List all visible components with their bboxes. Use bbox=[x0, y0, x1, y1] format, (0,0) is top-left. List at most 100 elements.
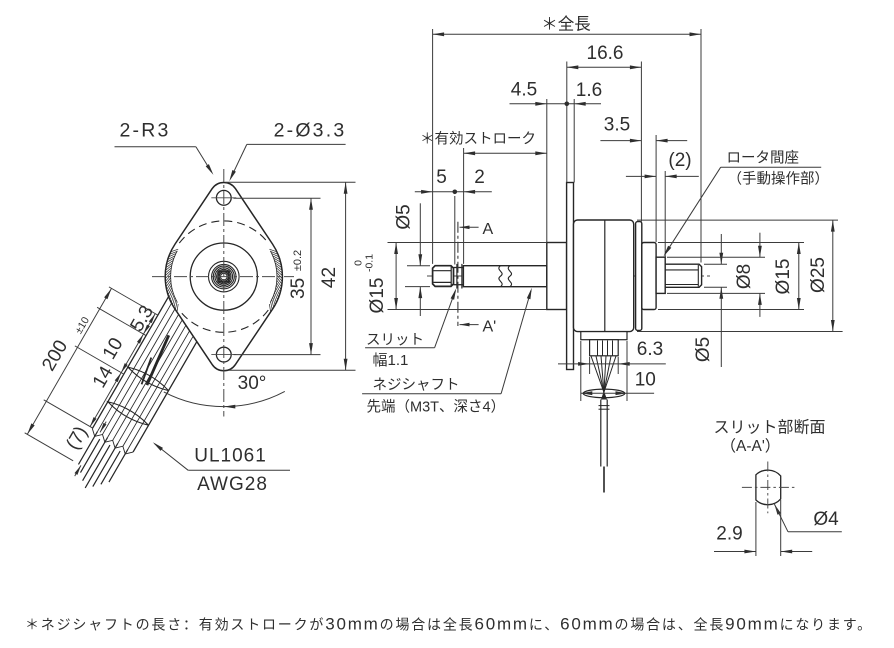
line-segment bbox=[77, 431, 98, 465]
arrowhead-marker bbox=[689, 32, 701, 37]
line-segment bbox=[274, 290, 279, 297]
dim-body-length: 16.6 bbox=[587, 43, 624, 64]
dim-terminal-width: 6.3 bbox=[637, 339, 663, 360]
line-segment bbox=[172, 297, 176, 305]
line-segment bbox=[166, 260, 174, 265]
dim-hole-pitch: 35 bbox=[288, 278, 309, 299]
footnote-part-4: に、 bbox=[529, 617, 560, 633]
label-rotor-spacer: ロータ間座 bbox=[727, 149, 800, 166]
arrowhead-marker bbox=[780, 549, 793, 554]
line-segment bbox=[271, 253, 279, 257]
line-segment bbox=[82, 437, 109, 482]
arrowhead-marker bbox=[535, 101, 547, 106]
line-segment bbox=[92, 442, 119, 487]
front-centerlines bbox=[152, 169, 294, 417]
line-segment bbox=[276, 272, 283, 279]
dim-wire-length: 200 bbox=[38, 337, 72, 375]
arrowhead-marker bbox=[343, 182, 348, 194]
footnote-part-3: 60mm bbox=[474, 615, 528, 634]
line-segment bbox=[276, 280, 282, 287]
drawing-content: 2-R3 2-Ø3.3 35 ±0.2 42 30° 5.3 10 14 (7)… bbox=[24, 15, 843, 556]
arrowhead-marker bbox=[450, 288, 457, 300]
part-outline bbox=[588, 339, 619, 357]
line-segment bbox=[271, 299, 274, 307]
arrowhead-marker bbox=[796, 298, 801, 310]
line-segment bbox=[166, 262, 173, 268]
label-section-a-prime: A' bbox=[483, 318, 497, 335]
dim-effective-stroke: ＊有効ストローク bbox=[420, 131, 536, 148]
line-segment bbox=[74, 345, 124, 375]
dim-section-flat-width: 2.9 bbox=[716, 524, 742, 545]
line-segment bbox=[84, 444, 111, 489]
line-segment bbox=[176, 303, 179, 312]
arrowhead-marker bbox=[152, 442, 163, 451]
part-outline bbox=[565, 181, 575, 371]
part-path bbox=[498, 265, 503, 288]
side-dimensions bbox=[362, 29, 843, 401]
arrowhead-marker bbox=[432, 32, 445, 37]
dim-wire-exit-width: 10 bbox=[635, 370, 656, 391]
dim-pilot-tol-lower: -0.1 bbox=[364, 254, 376, 272]
line-segment bbox=[272, 255, 280, 260]
arrowhead-marker bbox=[309, 343, 313, 355]
line-segment bbox=[276, 275, 282, 282]
footnote-part-1: 30mm bbox=[325, 615, 379, 634]
arrowhead-marker bbox=[74, 465, 81, 475]
line-segment bbox=[168, 290, 173, 297]
arrowhead-marker bbox=[644, 174, 657, 179]
arrowhead-marker bbox=[418, 286, 423, 299]
dim-pilot-dia-tolerance: 0-0.1 bbox=[353, 254, 376, 272]
line-segment bbox=[270, 301, 273, 309]
part-outline bbox=[546, 241, 568, 311]
arrowhead-marker bbox=[205, 164, 214, 175]
line-segment bbox=[273, 294, 277, 302]
line-segment bbox=[171, 294, 175, 302]
arrowhead-marker bbox=[629, 138, 642, 143]
arrowhead-marker bbox=[535, 151, 547, 156]
line-segment bbox=[43, 399, 93, 429]
line-segment bbox=[165, 272, 171, 279]
front-view: 2-R3 2-Ø3.3 35 ±0.2 42 30° 5.3 10 14 (7)… bbox=[24, 120, 356, 495]
line-segment bbox=[500, 290, 532, 394]
line-segment bbox=[100, 450, 121, 485]
line-segment bbox=[108, 286, 158, 316]
part-path bbox=[178, 220, 269, 244]
line-segment bbox=[274, 292, 278, 300]
arrowhead-marker bbox=[566, 65, 579, 70]
section-dimensions bbox=[714, 500, 842, 556]
line-segment bbox=[102, 297, 182, 435]
arrowhead-marker bbox=[343, 358, 348, 371]
arrowhead-marker bbox=[27, 423, 35, 435]
arrowhead-marker bbox=[136, 334, 144, 344]
arrowhead-marker bbox=[459, 322, 470, 327]
arrowhead-marker bbox=[229, 170, 236, 182]
line-segment bbox=[173, 299, 177, 307]
side-motor-body bbox=[431, 181, 703, 493]
part-outline bbox=[462, 265, 548, 288]
arrowhead-marker bbox=[394, 242, 398, 254]
arrowhead-marker bbox=[104, 288, 112, 300]
line-segment bbox=[167, 257, 175, 263]
line-segment bbox=[272, 297, 276, 305]
part-path bbox=[507, 265, 513, 288]
arrowhead-marker bbox=[394, 298, 398, 310]
arrowhead-marker bbox=[618, 362, 630, 366]
dim-slit-length: 2 bbox=[474, 167, 485, 188]
label-screw-shaft: ネジシャフト bbox=[373, 377, 460, 394]
arrowhead-marker bbox=[463, 189, 476, 194]
footnote-part-7: 90mm bbox=[725, 615, 779, 634]
label-manual-operation: （手動操作部） bbox=[728, 171, 830, 188]
side-view: ＊全長 16.6 4.5 1.6 3.5 (2) ＊有効ストローク 5 2 A … bbox=[353, 15, 843, 493]
dim-wire-length-tolerance: ±10 bbox=[73, 315, 92, 336]
part-path bbox=[269, 250, 278, 303]
dimension-dot bbox=[564, 101, 570, 107]
line-segment bbox=[96, 306, 146, 336]
line-segment bbox=[275, 287, 280, 295]
label-lead-wire-gauge: AWG28 bbox=[197, 474, 268, 495]
dim-hole-pitch-tolerance: ±0.2 bbox=[292, 250, 304, 271]
arrowhead-marker bbox=[744, 549, 756, 554]
label-hole-diameter: 2-Ø3.3 bbox=[274, 120, 347, 142]
footnote-part-6: の場合は、全長 bbox=[615, 617, 726, 633]
dim-wire-angle: 30° bbox=[238, 373, 267, 394]
